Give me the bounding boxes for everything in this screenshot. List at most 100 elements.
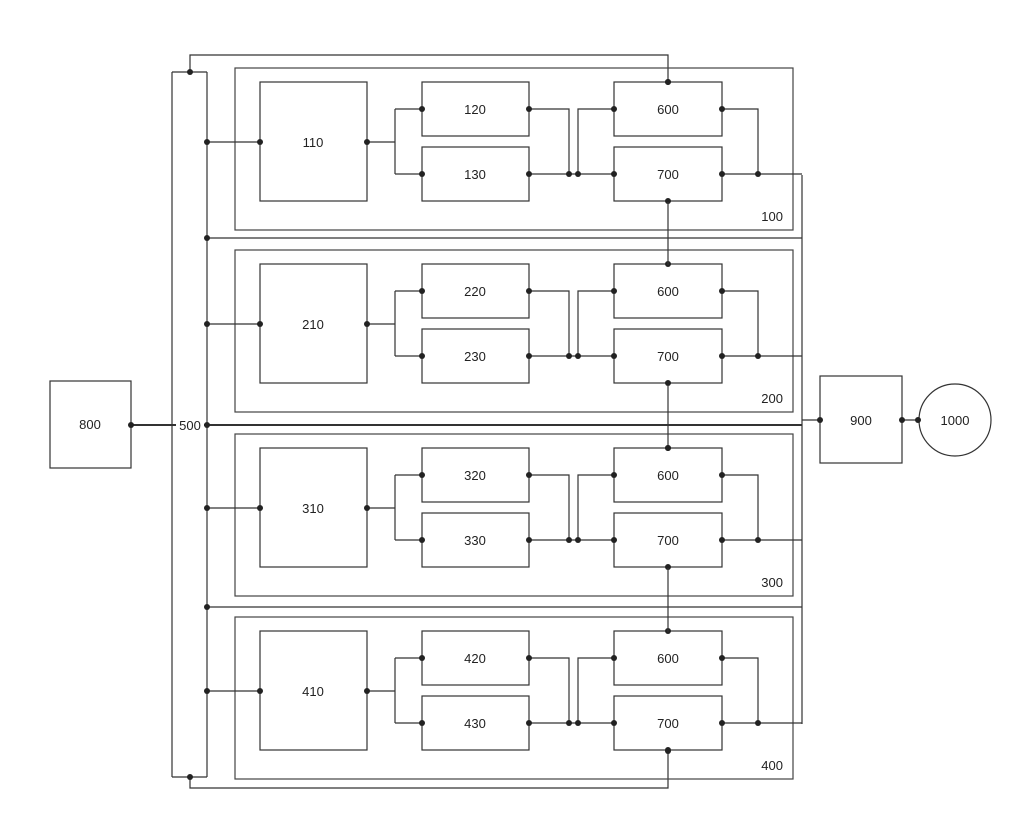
lower-label: 330: [464, 533, 486, 548]
junction-dot: [611, 655, 617, 661]
wire-upper-out: [529, 109, 569, 174]
upper-label: 320: [464, 468, 486, 483]
wire-to-switch-a: [578, 658, 614, 723]
junction-dot: [204, 688, 210, 694]
junction-dot: [755, 720, 761, 726]
switch-b-label: 700: [657, 716, 679, 731]
primary-label: 310: [302, 501, 324, 516]
junction-dot: [257, 688, 263, 694]
junction-dot: [755, 353, 761, 359]
junction-dot: [204, 235, 210, 241]
group-label: 100: [761, 209, 783, 224]
junction-dot: [915, 417, 921, 423]
junction-dot: [899, 417, 905, 423]
junction-dot: [419, 171, 425, 177]
group-label: 300: [761, 575, 783, 590]
upper-label: 420: [464, 651, 486, 666]
junction-dot: [611, 472, 617, 478]
switch-b-label: 700: [657, 349, 679, 364]
group-400: 410420430600700400: [204, 617, 802, 779]
group-200: 210 220 230 600 700 200: [204, 250, 802, 412]
junction-dot: [419, 288, 425, 294]
lower-label: 130: [464, 167, 486, 182]
group-100: 110120130600700100: [204, 68, 802, 230]
junction-dot: [364, 139, 370, 145]
junction-dot: [575, 537, 581, 543]
junction-dot: [575, 353, 581, 359]
wire-switch-a-out: [722, 658, 758, 723]
junction-dot: [364, 505, 370, 511]
wire-to-switch-a: [578, 109, 614, 174]
junction-dot: [719, 537, 725, 543]
junction-dot: [204, 604, 210, 610]
junction-dot: [611, 353, 617, 359]
junction-dot: [257, 505, 263, 511]
junction-dot: [526, 655, 532, 661]
junction-dot: [755, 537, 761, 543]
junction-dot: [187, 69, 193, 75]
junction-dot: [128, 422, 134, 428]
junction-dot: [817, 417, 823, 423]
wire-switch-a-out: [722, 109, 758, 174]
junction-dot: [719, 106, 725, 112]
junction-dot: [719, 353, 725, 359]
junction-dot: [755, 171, 761, 177]
junction-dot: [719, 288, 725, 294]
junction-dot: [611, 106, 617, 112]
junction-dot: [526, 472, 532, 478]
wire-to-switch-a: [578, 475, 614, 540]
junction-dot: [526, 106, 532, 112]
wire-upper-out: [529, 658, 569, 723]
lower-label: 230: [464, 349, 486, 364]
junction-dot: [204, 505, 210, 511]
load-label: 1000: [941, 413, 970, 428]
junction-dot: [665, 445, 671, 451]
junction-dot: [611, 537, 617, 543]
junction-dot: [526, 537, 532, 543]
junction-dot: [419, 537, 425, 543]
junction-dot: [566, 171, 572, 177]
junction-dot: [575, 171, 581, 177]
primary-label: 210: [302, 317, 324, 332]
junction-dot: [419, 472, 425, 478]
junction-dot: [719, 171, 725, 177]
output-module-label: 900: [850, 413, 872, 428]
junction-dot: [575, 720, 581, 726]
junction-dot: [419, 353, 425, 359]
lower-label: 430: [464, 716, 486, 731]
wire-switch-a-out: [722, 291, 758, 356]
upper-label: 220: [464, 284, 486, 299]
switch-b-label: 700: [657, 167, 679, 182]
junction-dot: [719, 472, 725, 478]
switch-b-label: 700: [657, 533, 679, 548]
switch-a-label: 600: [657, 284, 679, 299]
upper-label: 120: [464, 102, 486, 117]
junction-dot: [611, 288, 617, 294]
junction-dot: [364, 688, 370, 694]
junction-dot: [204, 422, 210, 428]
switch-a-label: 600: [657, 651, 679, 666]
junction-dot: [611, 171, 617, 177]
switch-a-label: 600: [657, 468, 679, 483]
group-label: 200: [761, 391, 783, 406]
junction-dot: [566, 353, 572, 359]
junction-dot: [665, 748, 671, 754]
junction-dot: [526, 288, 532, 294]
junction-dot: [257, 139, 263, 145]
junction-dot: [526, 171, 532, 177]
junction-dot: [566, 537, 572, 543]
junction-dot: [719, 655, 725, 661]
junction-dot: [665, 79, 671, 85]
bottom-loop-wire: [190, 751, 668, 788]
wire-switch-a-out: [722, 475, 758, 540]
group-300: 310 320 330 600 700 300: [204, 434, 802, 596]
bus-label: 500: [179, 418, 201, 433]
junction-dot: [419, 720, 425, 726]
junction-dot: [526, 720, 532, 726]
input-source-label: 800: [79, 417, 101, 432]
junction-dot: [364, 321, 370, 327]
primary-label: 110: [303, 135, 324, 150]
junction-dot: [187, 774, 193, 780]
